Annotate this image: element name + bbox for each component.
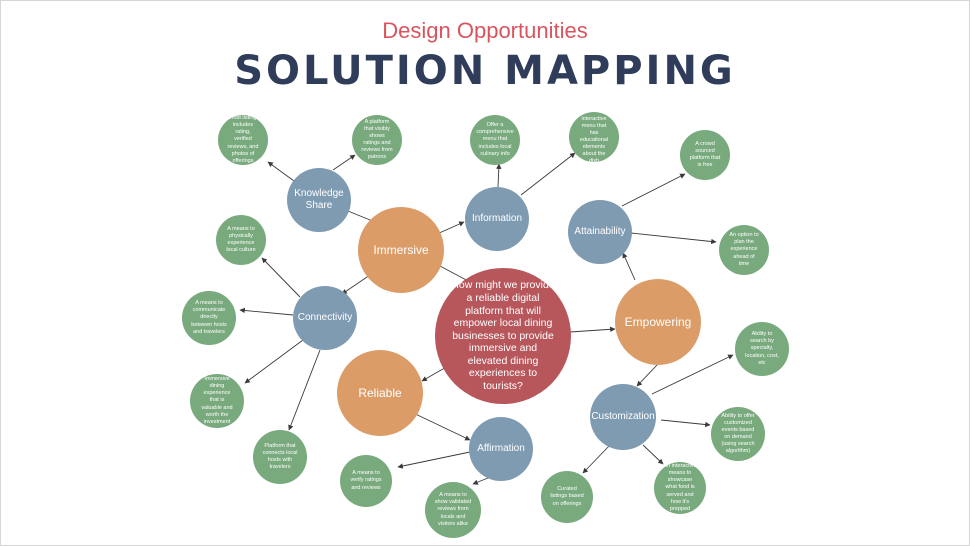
connector: [660, 419, 711, 428]
category-label: Knowledge Share: [294, 187, 344, 212]
connector: [520, 152, 576, 196]
idea-experience-culture: A means to physically experience local c…: [216, 215, 266, 265]
idea-showcase-food: An interactive means to showcase what fo…: [654, 462, 706, 514]
connector: [267, 161, 295, 182]
category-knowledge-share: Knowledge Share: [287, 168, 351, 232]
idea-ratings-platform: A platform that visibly shows ratings an…: [352, 115, 402, 165]
idea-communicate-directly: A means to communicate directly between …: [182, 291, 236, 345]
idea-text: A crowd sourced platform that is free: [689, 140, 721, 169]
idea-text: Immersive dining experience that is valu…: [201, 376, 233, 425]
connector: [496, 163, 502, 188]
idea-crowd-sourced: A crowd sourced platform that is free: [680, 130, 730, 180]
idea-text: A platform that visibly shows ratings an…: [361, 118, 393, 161]
idea-host-listing: Host listing includes rating, verified r…: [218, 115, 268, 165]
idea-curated-listings: Curated listings based on offerings: [541, 471, 593, 523]
category-connectivity: Connectivity: [293, 286, 357, 350]
category-label: Information: [471, 212, 523, 224]
category-label: Attainability: [574, 225, 626, 237]
connector: [239, 307, 294, 316]
page-subtitle: Design Opportunities: [382, 18, 588, 43]
connector: [406, 409, 471, 441]
connector: [397, 451, 471, 469]
idea-connects-hosts: Platform that connects local hosts with …: [253, 430, 307, 484]
idea-text: A means to communicate directly between …: [191, 300, 227, 335]
theme-label: Reliable: [358, 386, 402, 400]
idea-verify-ratings: A means to verify ratings and reviews: [340, 455, 392, 507]
idea-interactive-menu: An interactive menu that has educational…: [569, 108, 619, 164]
idea-search-by: Ability to search by specialty, location…: [735, 322, 789, 376]
idea-text: A means to verify ratings and reviews: [350, 470, 382, 491]
connector: [582, 444, 611, 474]
theme-immersive: Immersive: [358, 207, 444, 293]
idea-text: Host listing includes rating, verified r…: [227, 115, 259, 164]
idea-text: An interactive means to showcase what fo…: [663, 463, 697, 512]
category-label: Customization: [591, 410, 655, 422]
connector: [261, 257, 301, 298]
connector: [569, 326, 616, 333]
connector: [621, 173, 686, 207]
connector: [472, 477, 489, 485]
idea-text: An interactive menu that has educational…: [579, 108, 609, 165]
category-label: Affirmation: [477, 442, 525, 454]
connector: [622, 252, 636, 281]
idea-text: A means to physically experience local c…: [226, 225, 256, 254]
central-question-text: How might we provide a reliable digital …: [451, 279, 555, 393]
idea-text: Ability to offer customized events based…: [721, 412, 755, 455]
idea-customized-events: Ability to offer customized events based…: [711, 407, 765, 461]
central-question: How might we provide a reliable digital …: [435, 268, 571, 404]
connector: [642, 444, 664, 465]
idea-text: Curated listings based on offerings: [550, 486, 584, 507]
connector: [332, 154, 356, 171]
connector: [288, 349, 321, 431]
category-attainability: Attainability: [568, 200, 632, 264]
theme-label: Empowering: [624, 315, 692, 329]
idea-plan-ahead: An option to plan the experience ahead o…: [719, 225, 769, 275]
idea-validated-reviews: A means to show validated reviews from l…: [425, 482, 481, 538]
connector: [244, 339, 304, 384]
category-customization: Customization: [590, 384, 656, 450]
theme-empowering: Empowering: [615, 279, 701, 365]
connector: [436, 221, 465, 235]
idea-text: Offer a comprehensive menu that includes…: [476, 122, 514, 157]
idea-text: A means to show validated reviews from l…: [434, 492, 472, 527]
idea-text: Ability to search by specialty, location…: [745, 331, 779, 366]
idea-text: Platform that connects local hosts with …: [262, 442, 298, 471]
page-title: SOLUTION MAPPING: [234, 48, 736, 94]
category-information: Information: [465, 187, 529, 251]
idea-immersive-dining: Immersive dining experience that is valu…: [190, 374, 244, 428]
connector: [630, 232, 717, 245]
connector: [651, 354, 734, 395]
connector: [341, 274, 371, 295]
connector: [636, 363, 659, 387]
theme-label: Immersive: [373, 243, 429, 257]
category-label: Connectivity: [297, 311, 353, 323]
idea-comprehensive-menu: Offer a comprehensive menu that includes…: [470, 115, 520, 165]
category-affirmation: Affirmation: [469, 417, 533, 481]
idea-text: An option to plan the experience ahead o…: [729, 232, 759, 267]
theme-reliable: Reliable: [337, 350, 423, 436]
